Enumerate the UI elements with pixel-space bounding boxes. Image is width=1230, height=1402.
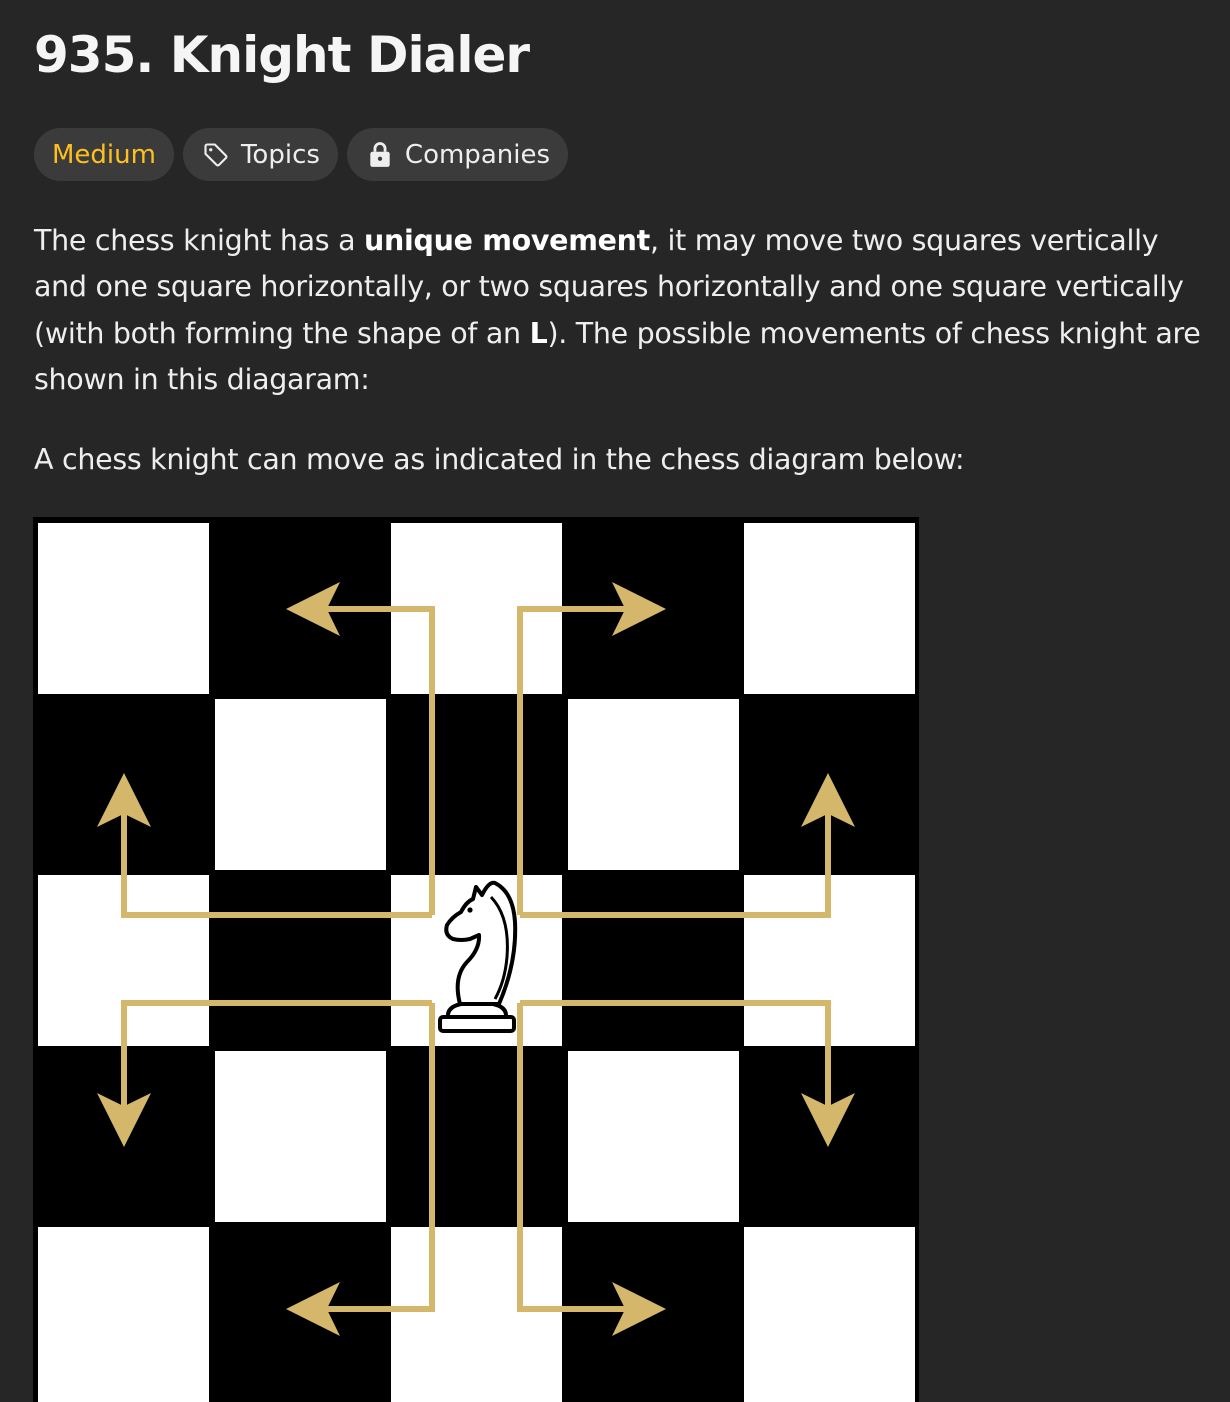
problem-title: 935. Knight Dialer [34, 26, 530, 84]
knight-move-arrows [97, 582, 855, 1336]
description-text: ). The possible movements of chess knigh… [34, 316, 1201, 396]
topics-button[interactable]: Topics [182, 128, 338, 181]
arrow-down-right [517, 1003, 666, 1336]
arrow-left-up [97, 773, 432, 918]
problem-tags: Medium Topics Companies [34, 128, 568, 181]
arrow-right-down [520, 1000, 855, 1147]
chess-diagram [33, 517, 919, 1402]
companies-button[interactable]: Companies [346, 128, 568, 181]
description-paragraph-2: A chess knight can move as indicated in … [34, 443, 965, 476]
description-bold-letter: L [529, 316, 548, 350]
arrow-down-left [286, 1003, 435, 1336]
topics-label: Topics [240, 139, 320, 170]
difficulty-badge[interactable]: Medium [34, 128, 174, 181]
arrow-left-down [97, 1000, 432, 1147]
description-text: The chess knight has a [34, 224, 365, 257]
description-text: , it may move two squares vertically and… [34, 224, 1184, 350]
arrow-up-right [517, 582, 666, 915]
description-bold-text: unique movement [364, 224, 650, 257]
description-paragraph: The chess knight has a unique movement, … [34, 218, 1214, 403]
arrow-right-up [520, 773, 855, 918]
difficulty-label: Medium [52, 139, 156, 170]
companies-label: Companies [404, 139, 550, 170]
chess-knight-icon [438, 880, 518, 1033]
lock-icon [365, 140, 395, 170]
tag-icon [201, 140, 231, 170]
arrow-up-left [286, 582, 435, 915]
